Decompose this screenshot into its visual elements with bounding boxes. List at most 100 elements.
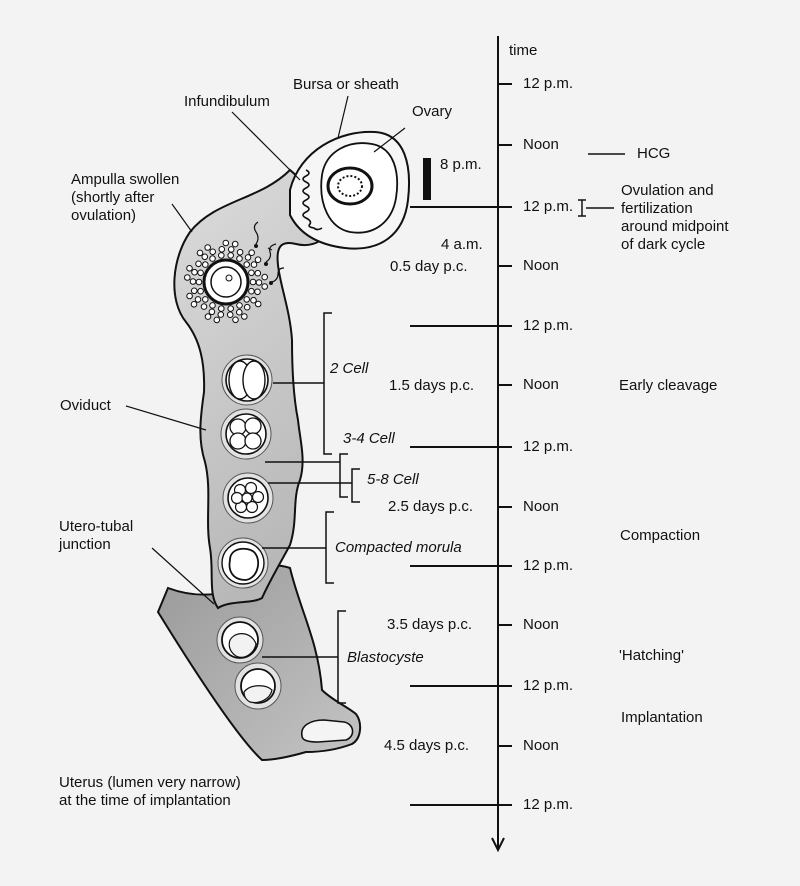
sperm-head	[269, 281, 273, 285]
cumulus-cell	[227, 305, 234, 312]
cumulus-cell	[254, 256, 262, 264]
embryo-8-cell	[222, 472, 274, 524]
cumulus-cell	[261, 283, 269, 290]
label-ampulla-2: (shortly after	[71, 189, 155, 206]
stage-blastocyst: Blastocyste	[347, 649, 424, 666]
label-infundibulum: Infundibulum	[184, 93, 270, 110]
event-ovulation-4: of dark cycle	[621, 236, 706, 253]
cumulus-cell	[243, 261, 250, 268]
embryo-morula	[217, 537, 269, 589]
event-hatching: 'Hatching'	[619, 647, 684, 664]
event-ovulation-1: Ovulation and	[621, 182, 714, 199]
timeline-tick-label: Noon	[523, 136, 559, 153]
day-label-1-5: 1.5 days p.c.	[389, 377, 475, 394]
cumulus-cell	[195, 278, 203, 286]
cumulus-cell	[222, 239, 230, 247]
stage-2-cell: 2 Cell	[330, 360, 369, 377]
bracket-blastocyst	[337, 610, 346, 704]
timeline-tick-label: Noon	[523, 498, 559, 515]
label-uterus-1: Uterus (lumen very narrow)	[59, 774, 241, 791]
sperm	[265, 243, 277, 263]
leader-bursa	[337, 95, 349, 139]
time-axis-title: time	[509, 42, 538, 59]
cumulus-cell	[218, 252, 225, 259]
cumulus-cell	[248, 249, 255, 256]
cumulus-cell	[208, 308, 216, 316]
cumulus-cell	[243, 296, 250, 303]
bracket-5-8-cell	[351, 468, 360, 503]
event-ovulation-2: fertilization	[621, 200, 693, 217]
timeline-tick-label: Noon	[523, 376, 559, 393]
cumulus-cell	[190, 301, 198, 308]
bracket-2-cell	[323, 312, 332, 455]
uterine-lumen	[300, 719, 354, 743]
cumulus-cell	[204, 244, 211, 251]
leader-utero-tubal	[151, 547, 215, 605]
hcg-marker-bar	[423, 158, 431, 200]
timeline-tick-label: 12 p.m.	[523, 317, 574, 334]
event-early-cleavage: Early cleavage	[619, 377, 718, 394]
cumulus-cell	[236, 255, 243, 262]
cumulus-cell	[236, 248, 244, 256]
pronucleus	[225, 274, 233, 282]
timeline-tick-label: 12 p.m.	[523, 677, 574, 694]
event-implantation: Implantation	[621, 709, 703, 726]
sperm-head	[264, 262, 268, 266]
day-label-0-5: 0.5 day p.c.	[390, 258, 468, 275]
leader-ovary	[373, 127, 406, 153]
timeline-ticks	[410, 83, 512, 806]
oocyte	[210, 266, 242, 298]
timeline-tick-label: 12 p.m.	[523, 796, 574, 813]
label-bursa: Bursa or sheath	[293, 76, 399, 93]
cumulus-cell	[209, 302, 216, 309]
cumulus-cell	[249, 278, 257, 286]
cumulus-cell	[236, 302, 243, 309]
embryo-2-cell	[221, 354, 273, 406]
sperm-head	[254, 244, 258, 248]
timeline-tick-label: 12 p.m.	[523, 198, 574, 215]
cumulus-cell	[209, 255, 216, 262]
cumulus-cell	[217, 311, 225, 318]
day-label-4-5: 4.5 days p.c.	[384, 737, 470, 754]
cumulus-cell	[243, 303, 251, 311]
cumulus-cell	[201, 253, 209, 261]
time-axis-arrow	[491, 837, 505, 853]
event-compaction: Compaction	[620, 527, 701, 544]
embryo-4-cell	[220, 408, 272, 460]
day-label-3-5: 3.5 days p.c.	[387, 616, 473, 633]
label-ampulla-3: ovulation)	[71, 207, 137, 224]
event-hcg: HCG	[637, 145, 671, 162]
cumulus-cell	[186, 265, 193, 272]
cumulus-cell	[194, 296, 202, 303]
timeline-tick-label: 12 p.m.	[523, 438, 574, 455]
stage-3-4-cell: 3-4 Cell	[343, 430, 395, 447]
timeline-tick-label: 12 p.m.	[523, 557, 574, 574]
cumulus-cell	[184, 274, 191, 281]
day-label-4am: 4 a.m.	[441, 236, 483, 253]
cumulus-cell	[226, 311, 234, 319]
oocyte-cumulus	[184, 239, 269, 324]
cumulus-cell	[202, 296, 209, 303]
stage-5-8-cell: 5-8 Cell	[367, 471, 419, 488]
cumulus-cell	[202, 261, 209, 268]
cumulus-cell	[254, 288, 261, 296]
timeline-tick-label: Noon	[523, 616, 559, 633]
cumulus-cell	[250, 261, 258, 268]
infundibulum-folds	[302, 169, 323, 231]
leader-infundibulum	[231, 111, 301, 181]
cumulus-cell	[241, 313, 248, 320]
cumulus-cell	[218, 246, 226, 253]
cumulus-cell	[248, 287, 255, 295]
label-utero-tubal-2: junction	[59, 536, 111, 553]
label-ampulla-1: Ampulla swollen	[71, 171, 180, 188]
cumulus-cell	[195, 260, 202, 268]
day-label-2-5: 2.5 days p.c.	[388, 498, 474, 515]
cumulus-cell	[186, 292, 193, 300]
cumulus-cell	[254, 300, 262, 308]
cumulus-cell	[244, 254, 252, 261]
cumulus-cell	[227, 246, 235, 253]
cumulus-cell	[191, 268, 198, 276]
cumulus-cell	[213, 316, 221, 324]
cumulus-cell	[250, 296, 257, 304]
